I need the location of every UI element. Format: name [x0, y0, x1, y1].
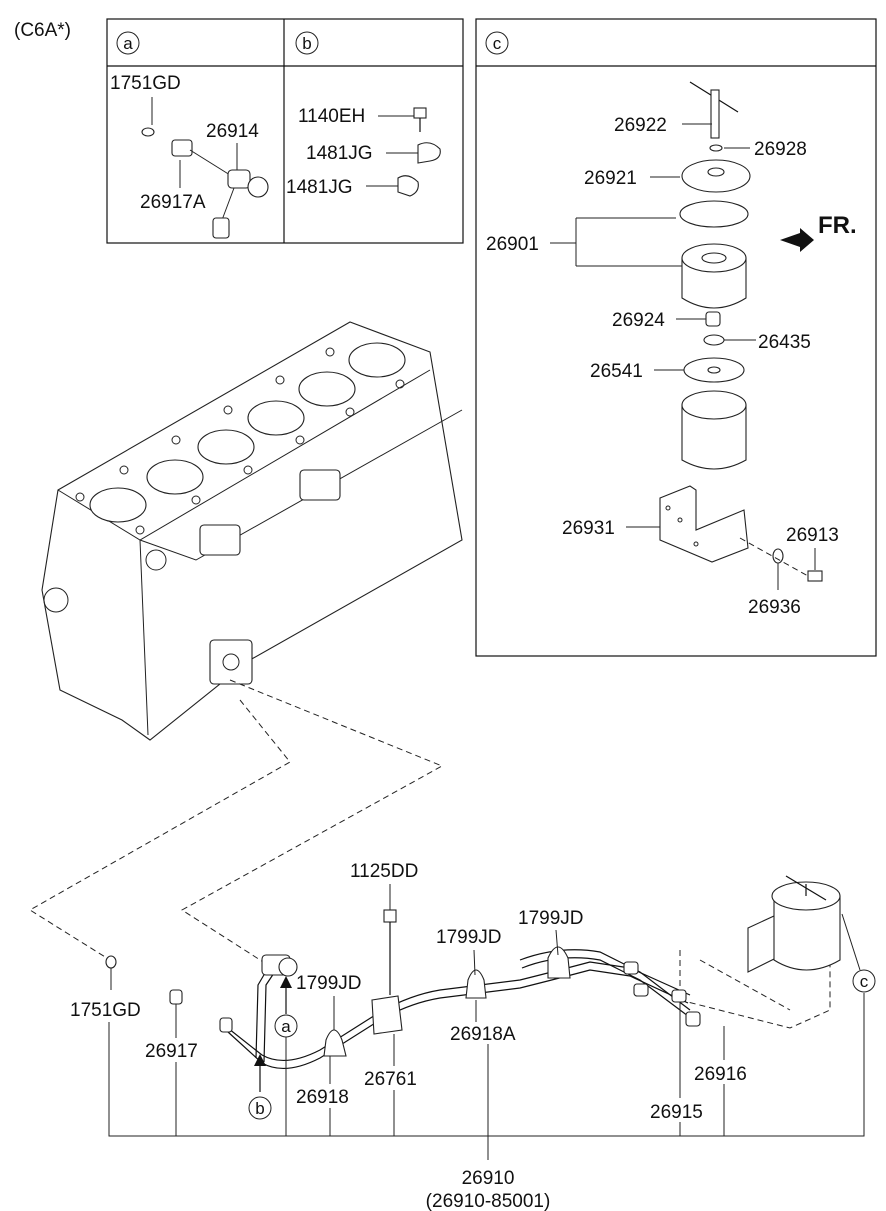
panel-b-marker: b — [295, 31, 319, 55]
marker-c: c — [852, 969, 876, 993]
part-label-26936: 26936 — [748, 597, 801, 618]
panel-a-marker: a — [116, 31, 140, 55]
washer — [703, 334, 725, 346]
part-label-1140EH: 1140EH — [298, 106, 365, 127]
filter-element — [681, 243, 747, 309]
part-label-1125DD: 1125DD — [350, 861, 418, 882]
svg-text:c: c — [860, 972, 869, 991]
part-label-26901: 26901 — [486, 234, 539, 255]
part-label-1751GD-main: 1751GD — [70, 1000, 141, 1021]
seal-ring — [679, 200, 749, 228]
bolt — [413, 107, 427, 119]
panel-a-parts: 1751GD 26914 26917A — [110, 73, 269, 239]
t-handle-wrench — [689, 81, 739, 139]
assembly-number: 26910 — [462, 1168, 515, 1189]
gasket-ring — [141, 127, 155, 137]
part-label-26913: 26913 — [786, 525, 839, 546]
pipe-fitting-left — [219, 1017, 233, 1033]
dashed-leaders — [29, 679, 831, 1029]
part-label-26922: 26922 — [614, 115, 667, 136]
svg-text:b: b — [302, 34, 311, 53]
variant-label: (C6A*) — [14, 20, 71, 41]
part-label-1481JG-2: 1481JG — [286, 177, 353, 198]
bracket-26761 — [371, 995, 403, 1035]
part-label-26931: 26931 — [562, 518, 615, 539]
bolt-1125DD — [383, 909, 397, 923]
clip-upper — [417, 142, 441, 164]
part-label-26541: 26541 — [590, 361, 643, 382]
bolt-26913 — [807, 570, 823, 582]
filter-housing — [681, 390, 747, 470]
mounted-oil-filter — [747, 875, 841, 973]
gasket-1751GD — [105, 955, 117, 969]
panel-b-parts: 1140EH 1481JG 1481JG — [286, 106, 441, 198]
adapter-fitting — [171, 139, 193, 157]
svg-text:b: b — [255, 1099, 264, 1118]
washer-26936 — [772, 548, 784, 564]
part-label-1799JD-3: 1799JD — [296, 973, 362, 994]
engine-block — [41, 321, 463, 741]
part-label-1481JG-1: 1481JG — [306, 143, 373, 164]
o-ring-small — [709, 144, 723, 152]
clamp-26918A — [465, 969, 487, 999]
center-nipple — [705, 311, 721, 327]
clamp-upper — [547, 946, 571, 979]
fitting-26915 — [671, 989, 687, 1003]
part-label-26924: 26924 — [612, 310, 665, 331]
assembly-sub-number: (26910-85001) — [426, 1191, 551, 1211]
svg-text:a: a — [281, 1017, 291, 1036]
connector — [212, 217, 230, 239]
part-label-1799JD-1: 1799JD — [518, 908, 584, 929]
part-label-26915: 26915 — [650, 1102, 703, 1123]
part-label-26916: 26916 — [694, 1064, 747, 1085]
part-label-26928: 26928 — [754, 139, 807, 160]
part-label-26917A: 26917A — [140, 192, 206, 213]
part-label-1751GD-a: 1751GD — [110, 73, 181, 94]
panel-ab-frame — [106, 18, 464, 244]
front-direction-indicator: FR. — [780, 212, 857, 252]
clamp-26918 — [323, 1029, 347, 1057]
part-label-26918A: 26918A — [450, 1024, 516, 1045]
panel-c-parts: 26922 26928 26921 26901 FR. 26924 — [486, 81, 857, 618]
plug-26917 — [169, 989, 183, 1005]
fitting-26916 — [685, 1011, 701, 1027]
sender-body — [227, 169, 251, 189]
part-label-26435: 26435 — [758, 332, 811, 353]
part-label-26914: 26914 — [206, 121, 259, 142]
svg-text:FR.: FR. — [818, 212, 857, 239]
part-label-26921: 26921 — [584, 168, 637, 189]
main-labels: 1125DD 1799JD 1799JD 1751GD 26917 1799JD… — [70, 861, 876, 1211]
panel-c-frame: c — [475, 18, 877, 657]
part-label-1799JD-2: 1799JD — [436, 927, 502, 948]
mounting-bracket — [659, 485, 749, 563]
pipe-assembly — [105, 875, 841, 1092]
marker-b: b — [248, 1096, 272, 1120]
part-label-26918: 26918 — [296, 1087, 349, 1108]
clip-lower — [397, 175, 419, 197]
svg-text:c: c — [493, 34, 502, 53]
part-label-26761: 26761 — [364, 1069, 417, 1090]
part-label-26917: 26917 — [145, 1041, 198, 1062]
marker-a: a — [274, 1014, 298, 1038]
svg-text:a: a — [123, 34, 133, 53]
